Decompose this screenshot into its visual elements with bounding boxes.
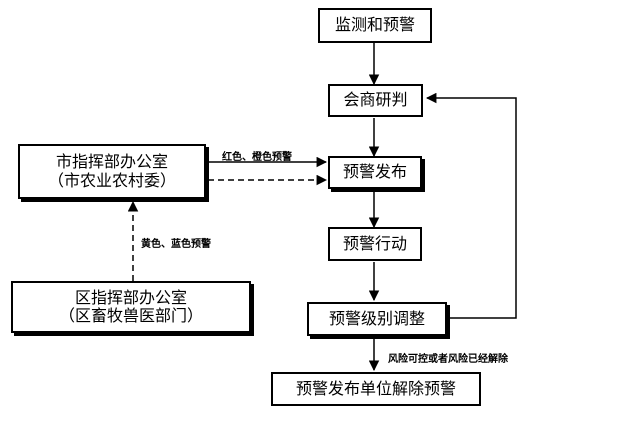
- node-district-office: 区指挥部办公室 （区畜牧兽医部门）: [11, 281, 251, 333]
- node-district-office-line1: 区指挥部办公室: [74, 287, 187, 307]
- node-adjust-text: 预警级别调整: [328, 308, 425, 328]
- label-yellow-blue: 黄色、蓝色预警: [141, 239, 211, 250]
- node-action: 预警行动: [328, 227, 422, 261]
- node-issue: 预警发布: [328, 156, 422, 189]
- node-issue-text: 预警发布: [342, 162, 407, 182]
- node-district-office-line2: （区畜牧兽医部门）: [58, 306, 203, 325]
- node-release: 预警发布单位解除预警: [271, 372, 481, 406]
- node-city-office-line2: （市农业农村委）: [47, 170, 176, 190]
- label-controllable: 风险可控或者风险已经解除: [388, 354, 508, 365]
- arrow-adjust-feedback-to-consult: [425, 92, 517, 319]
- node-monitor: 监测和预警: [318, 8, 432, 43]
- node-action-text: 预警行动: [342, 233, 407, 253]
- node-consult: 会商研判: [328, 84, 423, 117]
- node-consult-text: 会商研判: [343, 90, 408, 110]
- node-city-office: 市指挥部办公室 （市农业农村委）: [18, 144, 206, 199]
- node-monitor-text: 监测和预警: [334, 15, 415, 35]
- node-release-text: 预警发布单位解除预警: [295, 378, 456, 398]
- node-adjust: 预警级别调整: [307, 302, 447, 336]
- label-red-orange: 红色、橙色预警: [222, 152, 292, 163]
- node-city-office-line1: 市指挥部办公室: [55, 152, 168, 172]
